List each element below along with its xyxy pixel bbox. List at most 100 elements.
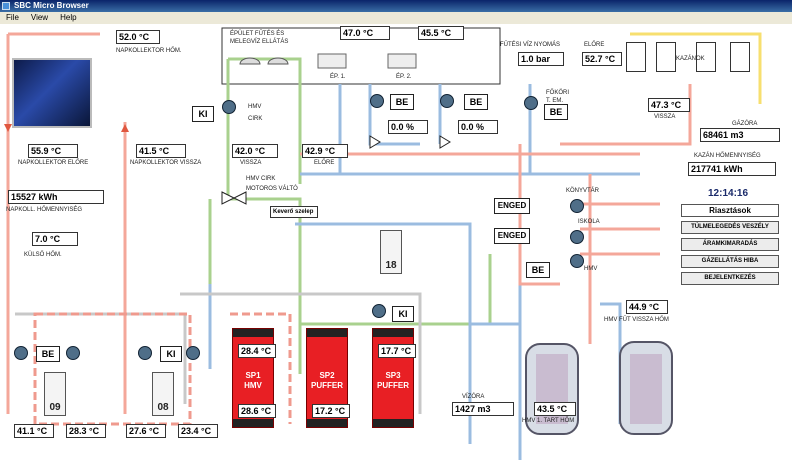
- collector-temp-box: 52.0 °C: [116, 30, 160, 44]
- valve2-pct-value: 0.0: [461, 122, 474, 132]
- solar-pump-a2-icon: [66, 346, 80, 360]
- solar-pump-b2-icon: [186, 346, 200, 360]
- solar-pump-a-state[interactable]: BE: [36, 346, 60, 362]
- boiler-energy-box: 217741 kWh: [688, 162, 776, 176]
- alarm-overheat[interactable]: TÚLMELEGEDÉS VESZÉLY: [681, 221, 779, 234]
- boiler-4: [730, 42, 750, 72]
- hmv-circ-pump-icon: [222, 100, 236, 114]
- heating-flow-label: ELŐRE: [584, 42, 605, 48]
- sp3-top-value: 17.7: [381, 346, 399, 356]
- solar-return-label: NAPKOLLEKTOR VISSZA: [130, 160, 202, 166]
- main-pump-state[interactable]: BE: [544, 104, 568, 120]
- unit-c: °C: [649, 302, 660, 312]
- alarm-gas-fault[interactable]: GÁZELLÁTÁS HIBA: [681, 255, 779, 268]
- unit-c: °C: [37, 426, 48, 436]
- unit-c: °C: [50, 234, 61, 244]
- water-box: 1427 m3: [452, 402, 514, 416]
- alarm-login[interactable]: BEJELENTKEZÉS: [681, 272, 779, 285]
- sp3-pump-icon: [372, 304, 386, 318]
- water-value: 1427: [455, 404, 476, 414]
- solar-return-value: 41.5: [139, 146, 157, 156]
- menu-file[interactable]: File: [6, 13, 19, 22]
- pressure-label: FŰTÉSI VÍZ NYOMÁS: [500, 42, 561, 48]
- hmv-fut-return-value: 44.9: [629, 302, 647, 312]
- boiler-energy-unit: kWh: [723, 164, 743, 174]
- hmv-flow-box: 42.9 °C: [302, 144, 348, 158]
- sp3-pump-state[interactable]: KI: [392, 306, 414, 322]
- water-label: VÍZÓRA: [462, 394, 485, 400]
- water-unit: m3: [477, 404, 491, 414]
- sp2-bottom-value: 17.2: [315, 406, 333, 416]
- hmv-circuit-pump-icon: [570, 254, 584, 268]
- solar-pump-b-state[interactable]: KI: [160, 346, 182, 362]
- iskola-label: ISKOLA: [578, 219, 600, 225]
- hmv-valve-label-2: MOTOROS VÁLTÓ: [246, 186, 298, 192]
- pump-ep1-state[interactable]: BE: [390, 94, 414, 110]
- hx08-label: 08: [157, 402, 169, 413]
- unit-c: °C: [139, 32, 150, 42]
- window-title: SBC Micro Browser: [14, 1, 89, 10]
- pressure-unit: bar: [536, 54, 551, 64]
- mixing-valve-ep2: [439, 135, 451, 149]
- unit-c: °C: [201, 426, 212, 436]
- sp1-name-1: SP1: [245, 371, 261, 380]
- unit-c: °C: [149, 426, 160, 436]
- mixing-valve-ep1: [369, 135, 381, 149]
- gas-box: 68461 m3: [700, 128, 780, 142]
- unit-c: °C: [159, 146, 170, 156]
- ep1-temp-box: 47.0 °C: [340, 26, 390, 40]
- hmv-label: HMV: [248, 104, 262, 110]
- pressure-value: 1.0: [521, 54, 534, 64]
- hmv-circuit-state[interactable]: BE: [526, 262, 550, 278]
- app-icon: [2, 2, 10, 10]
- valve1-pct-box: 0.0 %: [388, 120, 428, 134]
- boiler-energy-value: 217741: [691, 164, 722, 174]
- outside-temp-value: 7.0: [35, 234, 48, 244]
- tank-sp3: SP3 PUFFER: [372, 328, 414, 428]
- hmv-flow-value: 42.9: [305, 146, 323, 156]
- enged-button-1[interactable]: ENGED: [494, 198, 530, 214]
- sp3-name-2: PUFFER: [377, 381, 409, 390]
- sp1-bottom-value: 28.6: [241, 406, 259, 416]
- enged-button-2[interactable]: ENGED: [494, 228, 530, 244]
- gas-label: GÁZÓRA: [732, 121, 758, 127]
- hx18-label: 18: [385, 260, 397, 271]
- unit-c: °C: [335, 406, 346, 416]
- alarms-header[interactable]: Riasztások: [681, 204, 779, 217]
- menu-help[interactable]: Help: [60, 13, 77, 22]
- building-title-1: ÉPÜLET FŰTÉS ÉS: [230, 31, 285, 37]
- solar-return-box: 41.5 °C: [136, 144, 186, 158]
- boiler-energy-label: KAZÁN HŐMENNYISÉG: [694, 153, 761, 159]
- solar-flow-value: 55.9: [31, 146, 49, 156]
- pump-ep2-state[interactable]: BE: [464, 94, 488, 110]
- solar-pump-a-icon: [14, 346, 28, 360]
- unit-c: °C: [363, 28, 374, 38]
- unit-c: °C: [255, 146, 266, 156]
- menu-view[interactable]: View: [30, 13, 49, 22]
- solar-energy-box: 15527 kWh: [8, 190, 104, 204]
- sp1-name-2: HMV: [244, 381, 262, 390]
- heating-return-label: VISSZA: [654, 114, 676, 120]
- alarm-power-outage[interactable]: ÁRAMKIMARADÁS: [681, 238, 779, 251]
- solar-flow-box: 55.9 °C: [28, 144, 78, 158]
- heating-return-box: 47.3 °C: [648, 98, 690, 112]
- unit-c: °C: [51, 146, 62, 156]
- hmv-motor-valve: [221, 191, 236, 205]
- mixer-valve-box[interactable]: Keverő szelep: [270, 206, 318, 218]
- boiler-1: [626, 42, 646, 72]
- konyvtar-pump-icon: [570, 199, 584, 213]
- unit-c: °C: [671, 100, 682, 110]
- boiler-2: [656, 42, 676, 72]
- unit-c: °C: [605, 54, 616, 64]
- collector-temp-label: NAPKOLLEKTOR HŐM.: [116, 48, 182, 54]
- unit-c: °C: [89, 426, 100, 436]
- hmv-tank-temp-box: 43.5 °C: [534, 402, 576, 416]
- hmv-circ-state[interactable]: KI: [192, 106, 214, 122]
- sp2-bottom-box: 17.2 °C: [312, 404, 350, 418]
- heating-return-value: 47.3: [651, 100, 669, 110]
- heat-exchanger-08: 08: [152, 372, 174, 416]
- hmv-valve-label-1: HMV CIRK: [246, 176, 276, 182]
- valve1-pct-value: 0.0: [391, 122, 404, 132]
- outside-temp-box: 7.0 °C: [32, 232, 78, 246]
- sp3-top-box: 17.7 °C: [378, 344, 416, 358]
